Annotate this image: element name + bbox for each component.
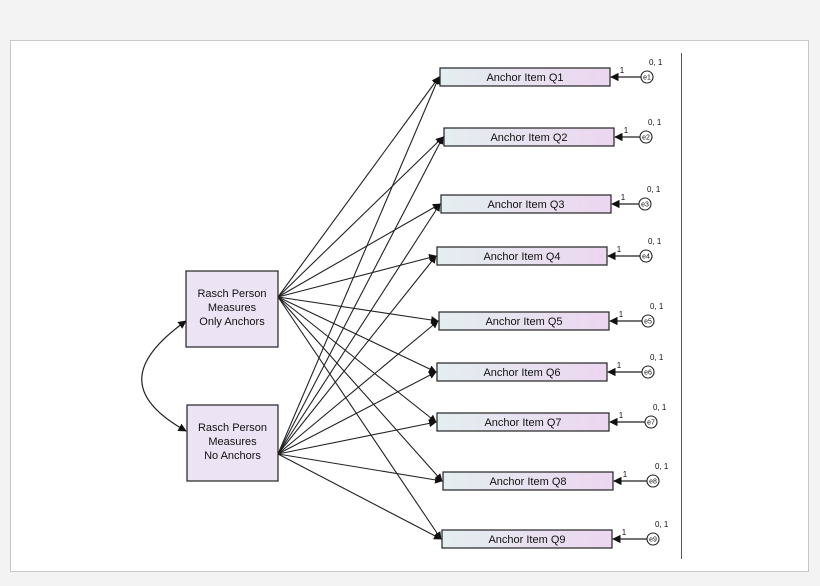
error-circle [646,474,660,488]
regression-path-1-q8 [277,296,443,482]
regression-path-1-q1 [277,76,440,298]
latent-label-line: Measures [208,436,257,448]
error-circle [639,130,653,144]
item-box [439,67,611,87]
regression-path-1-q7 [277,296,437,423]
error-circle [639,249,653,263]
regression-path-2-q5 [277,320,439,455]
regression-path-1-q6 [277,296,437,373]
latent-label-line: Only Anchors [199,316,265,328]
error-circle [644,415,658,429]
item-label: Anchor Item Q5 [485,316,562,328]
item-label: Anchor Item Q3 [487,199,564,211]
error-variance: 0, 1 [650,353,664,362]
error-variance: 0, 1 [649,58,663,67]
error-variance: 0, 1 [648,118,662,127]
regression-path-2-q3 [277,203,441,455]
error-variance: 0, 1 [650,302,664,311]
latent-label-line: Measures [208,302,257,314]
regression-path-2-q8 [277,453,443,484]
latent-label-line: No Anchors [204,450,261,462]
error-label: e4 [642,254,650,261]
item-label: Anchor Item Q1 [486,72,563,84]
error-label: e3 [641,202,649,209]
item-box [436,412,610,432]
error-variance: 0, 1 [648,237,662,246]
item-box [443,127,615,147]
item-box [436,362,608,382]
regression-path-1-q9 [277,296,442,540]
item-label: Anchor Item Q4 [483,251,560,263]
latent-label-line: Rasch Person [198,422,267,434]
item-box [436,246,608,266]
regression-path-1-q2 [277,136,444,298]
path-weight: 1 [621,193,626,202]
item-label: Anchor Item Q2 [490,132,567,144]
item-box [442,471,614,491]
regression-path-2-q9 [277,453,442,540]
latent-box-only [185,270,279,348]
path-weight: 1 [624,126,629,135]
error-label: e5 [644,319,652,326]
path-weight: 1 [622,528,627,537]
error-label: e2 [642,135,650,142]
regression-path-2-q7 [277,419,437,455]
error-label: e9 [649,537,657,544]
item-label: Anchor Item Q9 [488,534,565,546]
item-box [440,194,612,214]
path-weight: 1 [617,245,622,254]
latent-label-line: Rasch Person [197,288,266,300]
path-weight: 1 [619,310,624,319]
regression-path-1-q4 [277,254,437,298]
error-circle [646,532,660,546]
error-variance: 0, 1 [655,462,669,471]
item-label: Anchor Item Q8 [489,476,566,488]
regression-path-2-q2 [277,136,444,455]
path-weight: 1 [620,66,625,75]
error-circle [638,197,652,211]
error-label: e7 [647,420,655,427]
covariance-curve [141,320,187,432]
right-border-line [681,53,682,559]
error-label: e8 [649,479,657,486]
error-variance: 0, 1 [653,403,667,412]
regression-path-1-q5 [277,296,439,324]
regression-path-2-q6 [277,371,437,455]
item-box [438,311,610,331]
item-label: Anchor Item Q6 [483,367,560,379]
path-weight: 1 [619,411,624,420]
regression-path-1-q3 [277,203,441,298]
error-circle [641,365,655,379]
error-label: e6 [644,370,652,377]
item-box [441,529,613,549]
path-weight: 1 [623,470,628,479]
error-circle [641,314,655,328]
regression-path-2-q4 [277,255,437,455]
path-weight: 1 [617,361,622,370]
error-variance: 0, 1 [655,520,669,529]
regression-path-2-q1 [277,76,440,455]
error-variance: 0, 1 [647,185,661,194]
error-label: e1 [643,75,651,82]
error-circle [640,70,654,84]
latent-box-no [186,404,279,482]
item-label: Anchor Item Q7 [484,417,561,429]
